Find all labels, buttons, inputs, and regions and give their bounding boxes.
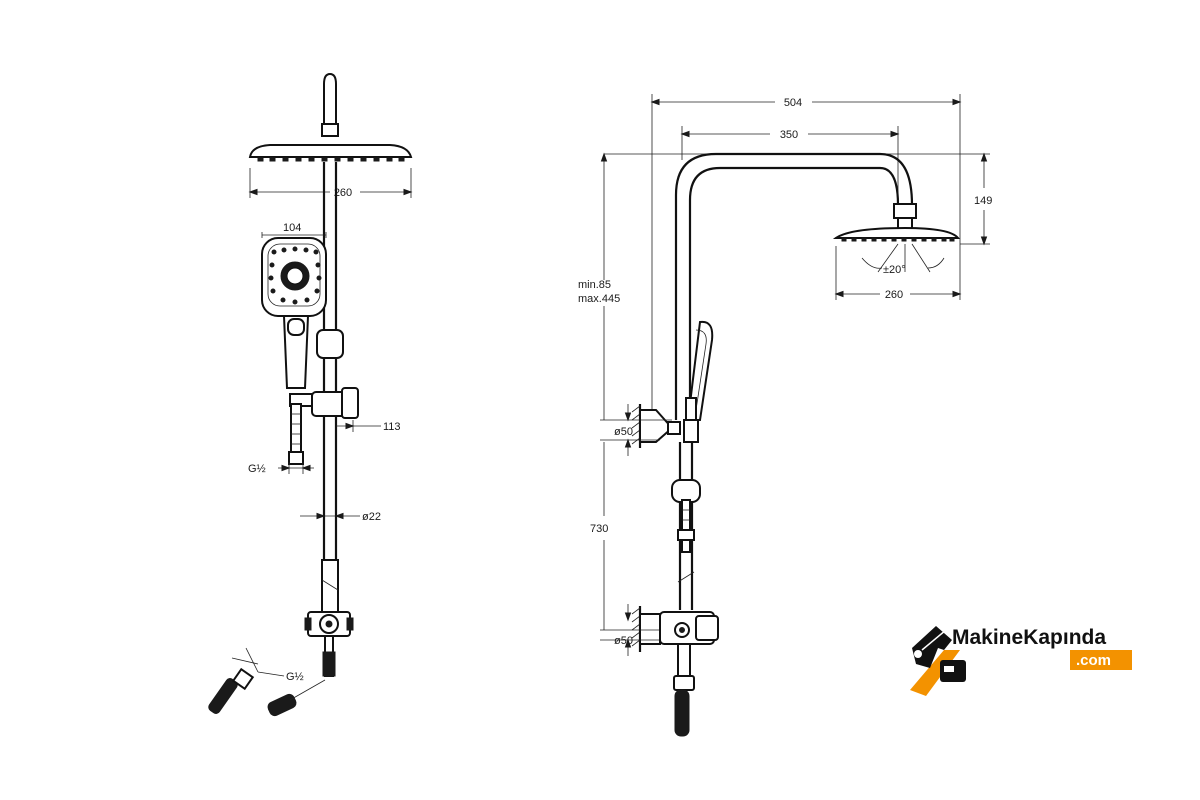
side-arm-reach-label: 350 bbox=[780, 129, 798, 141]
front-hose-thread-label: G½ bbox=[286, 671, 304, 683]
front-slider-offset-label: 113 bbox=[383, 421, 401, 433]
side-slider-clamp bbox=[671, 479, 701, 503]
side-column-length-label: 730 bbox=[590, 523, 608, 535]
side-bottom-hose bbox=[674, 689, 690, 737]
front-head-nozzles bbox=[257, 157, 405, 162]
side-handshower-holder bbox=[683, 419, 699, 443]
front-head-shower bbox=[248, 144, 413, 158]
drill-icon bbox=[910, 626, 966, 696]
side-arm-nut bbox=[893, 203, 917, 219]
brand-logo: MakineKapında .com bbox=[910, 626, 1132, 696]
side-height-min-label: min.85 bbox=[578, 279, 611, 291]
side-view: 504 350 149 bbox=[578, 94, 992, 737]
front-head-width-label: 260 bbox=[334, 187, 352, 199]
logo-domain-badge bbox=[1070, 650, 1132, 670]
side-head-width-label: 260 bbox=[885, 289, 903, 301]
side-valve-handle bbox=[695, 615, 719, 641]
side-lower-bracket-label: ø50 bbox=[614, 635, 633, 647]
side-head-shower bbox=[832, 226, 961, 239]
side-hose-nut bbox=[673, 675, 695, 691]
front-hose-ends bbox=[208, 667, 326, 717]
side-lower-wall-bracket bbox=[631, 606, 661, 652]
side-height-max-label: max.445 bbox=[578, 293, 620, 305]
front-top-pipe bbox=[323, 72, 337, 128]
side-handshower bbox=[686, 320, 714, 421]
front-bottom-outlet bbox=[322, 651, 336, 677]
side-upper-wall-bracket bbox=[631, 404, 681, 448]
logo-domain: .com bbox=[1076, 652, 1111, 669]
front-head-nut bbox=[321, 123, 339, 137]
front-view: 260 104 bbox=[208, 72, 413, 717]
side-tilt-angle-label: ±20° bbox=[883, 264, 906, 276]
side-head-drop-label: 149 bbox=[974, 195, 992, 207]
front-inlet-thread-label: G½ bbox=[248, 463, 266, 475]
side-total-width-label: 504 bbox=[784, 97, 802, 109]
front-handshower-width-label: 104 bbox=[283, 222, 301, 234]
front-handshower-nozzles bbox=[268, 246, 322, 305]
front-handshower-button bbox=[287, 318, 305, 336]
logo-wordmark: MakineKapında bbox=[952, 626, 1106, 649]
side-shower-arm bbox=[674, 152, 914, 420]
front-rail-diameter-label: ø22 bbox=[362, 511, 381, 523]
side-head-nozzles bbox=[841, 237, 955, 242]
side-upper-bracket-label: ø50 bbox=[614, 426, 633, 438]
front-upper-clamp bbox=[316, 329, 344, 359]
front-lower-column bbox=[321, 559, 339, 613]
